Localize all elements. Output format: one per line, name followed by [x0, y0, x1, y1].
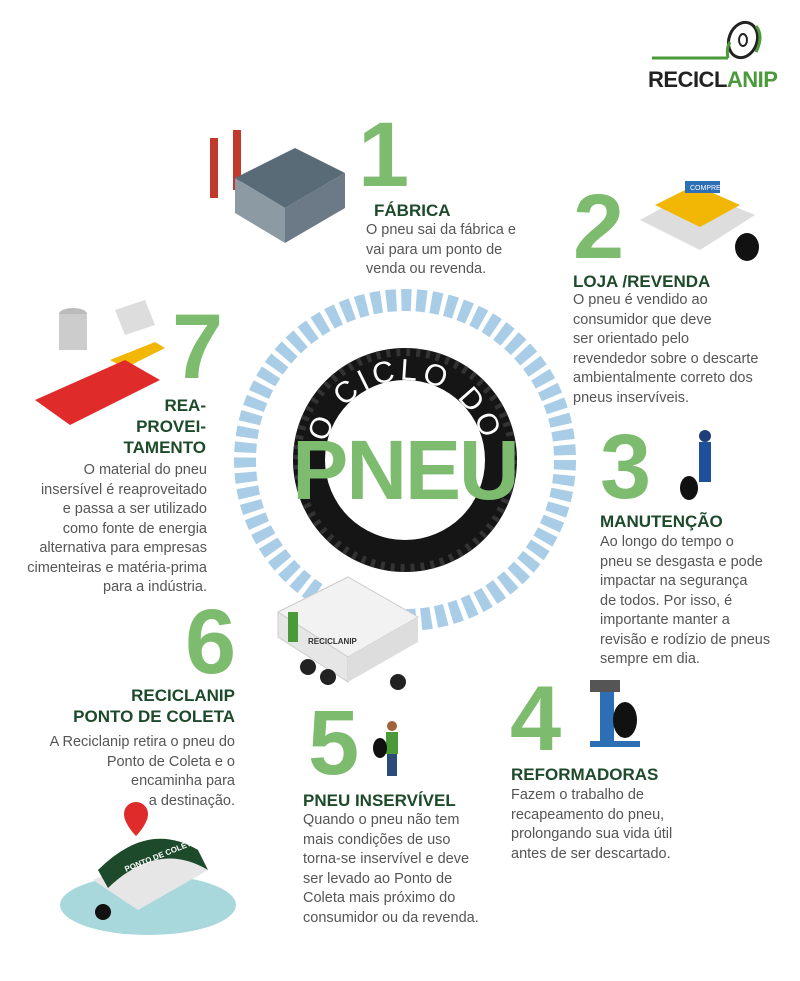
step-1-number: 1 [358, 104, 410, 206]
recycle-tire-icon [652, 20, 762, 60]
running-track-icon [35, 360, 160, 425]
collection-truck-illustration: RECICLANIP [276, 576, 420, 690]
store-illustration: COMPRE [640, 181, 759, 261]
truck-logo-text: RECICLANIP [308, 637, 358, 646]
location-pin-icon [124, 802, 148, 836]
step-2-number: 2 [573, 176, 625, 278]
reuse-products-illustration [35, 300, 165, 425]
logo-text-dark: RECICL [648, 67, 727, 92]
step-7-number: 7 [172, 296, 224, 398]
retreading-machine-illustration [590, 680, 640, 747]
store-sign: COMPRE [690, 185, 721, 192]
mechanic-illustration [680, 430, 711, 500]
person-with-tire-illustration [373, 721, 398, 776]
logo-text-green: ANIP [726, 67, 778, 92]
step-4-number: 4 [510, 668, 562, 770]
tread-track-ring [234, 289, 576, 631]
step-7-title: REA-PROVEI-TAMENTO [123, 396, 206, 457]
reciclanip-logo: RECICLANIP [648, 18, 788, 92]
step-3-title: MANUTENÇÃO [600, 512, 723, 531]
step-1-title: FÁBRICA [374, 201, 451, 220]
step-3-number: 3 [600, 416, 652, 518]
step-5-title: PNEU INSERVÍVEL [303, 791, 456, 810]
collection-point-illustration: PONTO DE COLETA [60, 802, 236, 935]
center-title: PNEU [292, 423, 519, 517]
tire-cycle-graphic: O CICLO DO [234, 289, 576, 631]
factory-illustration [210, 130, 345, 243]
step-2-title: LOJA /REVENDA [573, 272, 711, 291]
step-4-title: REFORMADORAS [511, 765, 659, 784]
step-6-number: 6 [185, 591, 237, 693]
step-5-number: 5 [308, 692, 360, 794]
